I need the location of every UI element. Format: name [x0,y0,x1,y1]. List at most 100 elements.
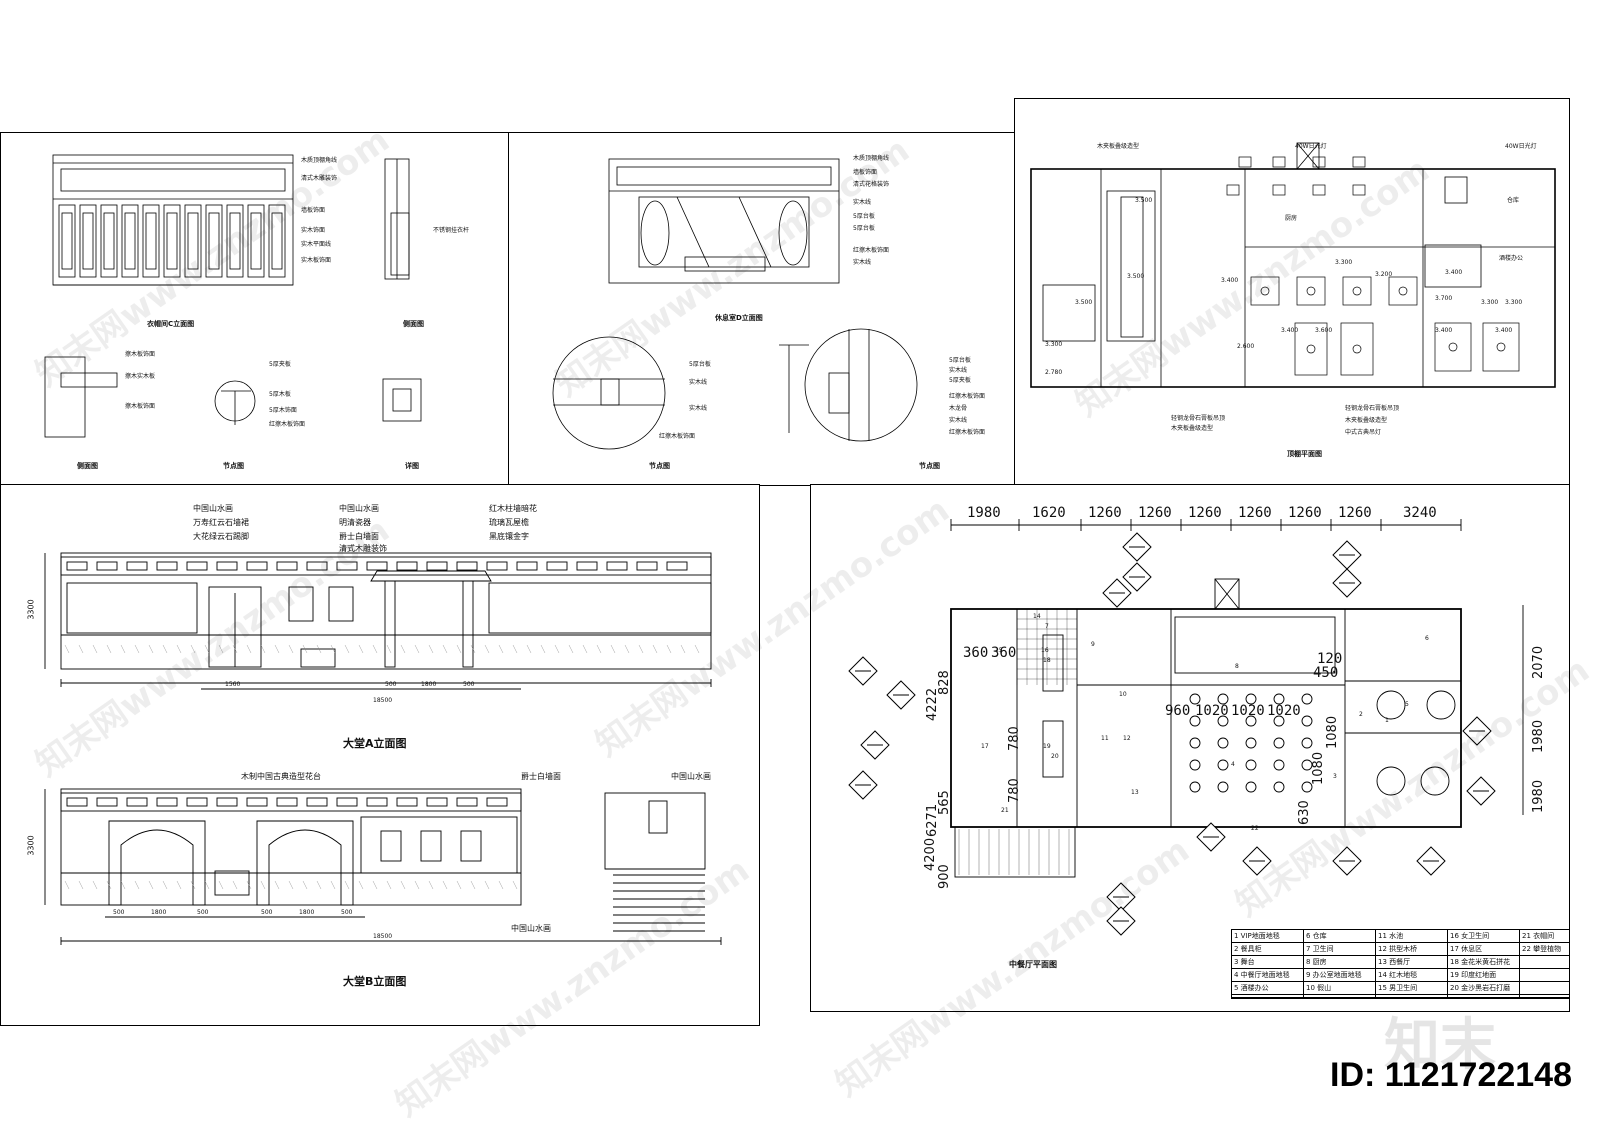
lounge-elev-title: 休息室D立面图 [715,314,763,322]
ceiling-level: 2.600 [1237,343,1255,350]
room-number: 3 [1333,773,1337,780]
wardrobe-label: 墙板饰面 [301,207,326,214]
dining-table [1217,693,1229,705]
dado-hatch [330,644,336,654]
ceiling-level: 3.400 [1495,327,1513,334]
frieze-block [186,797,208,807]
frieze-block [336,561,358,571]
plan-top-dim: 1260 [1188,505,1222,521]
plan-right-dim: 1980 [1531,779,1546,813]
frieze-block [96,797,118,807]
wardrobe-door-panel [142,204,160,278]
dado-hatch [148,644,154,654]
sheet-wardrobe-elevation: 衣帽间C立面图 侧面图 侧面图 节点图 详图 木质顶棚角线 清式木雕装饰 墙板饰… [0,132,510,486]
ceiling-label: 木夹板叠级造型 [1097,143,1140,150]
frieze-block [276,797,298,807]
plan-top-dim: 1260 [1288,505,1322,521]
dado-hatch [190,880,196,890]
legend-cell [1232,995,1304,998]
dado-hatch [78,644,84,654]
legend-cell: 15 男卫生间 [1376,982,1448,995]
lounge-drawing [552,158,918,450]
lounge-label: 实木线 [853,259,872,266]
room-number: 19 [1043,743,1051,750]
dado-hatch [596,644,602,654]
lobby-a-label: 中国山水画 [193,504,233,513]
dado-hatch [568,644,574,654]
ceiling-lamp [1496,342,1506,352]
dining-table [1301,693,1313,705]
plan-inner-dim: 780 [1007,778,1022,803]
lounge-label: 墙板饰面 [853,169,878,176]
legend-cell: 13 西餐厅 [1376,956,1448,969]
lounge-label: 实木线 [689,405,708,412]
dining-table [1189,693,1201,705]
frieze-block [246,797,268,807]
dado-hatch [400,880,406,890]
frieze-block [66,797,88,807]
room-number: 11 [1101,735,1109,742]
plan-top-dim: 1260 [1238,505,1272,521]
plan-inner-dim: 450 [1313,665,1339,681]
ceiling-lamp [1306,344,1316,354]
ceiling-label: 中式古典吊灯 [1345,429,1382,436]
dado-hatch [540,644,546,654]
ceiling-level: 3.400 [1445,269,1463,276]
legend-cell: 9 办公室地面地毯 [1304,969,1376,982]
dado-hatch [638,644,644,654]
ceiling-level: 3.300 [1481,299,1499,306]
wardrobe-door-inset [145,212,157,270]
plan-inner-dim: 900 [937,864,952,889]
legend-cell: 19 印度红地面 [1448,969,1520,982]
asset-id-label: ID: 1121722148 [1330,1056,1572,1094]
lounge-label: 木质顶棚角线 [853,155,890,162]
ceiling-level: 3.300 [1505,299,1523,306]
legend-cell [1520,969,1569,982]
room-number: 15 [995,647,1003,654]
wardrobe-label: 实木板饰面 [301,257,332,264]
legend-cell: 14 红木地毯 [1376,969,1448,982]
dining-table [1245,693,1257,705]
frieze-block [276,561,298,571]
legend-cell: 6 仓库 [1304,930,1376,943]
frieze-block [576,561,598,571]
room-number: 16 [1041,647,1049,654]
lounge-label: 5厚台板 [853,213,875,220]
lobby-b-dim: 500 [261,909,273,916]
dining-table [1273,715,1285,727]
plan-inner-dim: 360 [991,645,1017,661]
lobby-b-dim: 1800 [299,909,315,916]
dado-hatch [218,644,224,654]
dado-hatch [358,644,364,654]
ceiling-level: 3.400 [1435,327,1453,334]
fluorescent-light [1312,156,1326,168]
dado-hatch [204,644,210,654]
room-number: 6 [1425,635,1429,642]
dado-hatch [428,644,434,654]
frieze-block [216,797,238,807]
ceiling-level: 3.300 [1335,259,1353,266]
dado-hatch [288,644,294,654]
dado-hatch [260,880,266,890]
dado-hatch [484,880,490,890]
wardrobe-detail-b-title: 节点图 [223,462,244,470]
legend-cell [1448,995,1520,998]
ceiling-label: 木夹板叠级造型 [1171,425,1214,432]
frieze-block [516,561,538,571]
fluorescent-light [1352,156,1366,168]
wardrobe-label: 5厚木板 [269,391,291,398]
lounge-label: 5厚夹板 [949,377,971,384]
room-number: 18 [1043,657,1051,664]
fluorescent-light [1272,184,1286,196]
frieze-block [96,561,118,571]
dining-table [1189,781,1201,793]
room-number: 17 [981,743,989,750]
legend-cell: 3 舞台 [1232,956,1304,969]
wardrobe-label: 擦木板饰面 [125,403,156,410]
legend-cell [1520,982,1569,995]
frieze-block [246,561,268,571]
lounge-label: 红擦木板饰面 [949,429,986,436]
room-number: 1 [1385,717,1389,724]
wardrobe-door-panel [79,204,97,278]
wardrobe-door-panel [58,204,76,278]
